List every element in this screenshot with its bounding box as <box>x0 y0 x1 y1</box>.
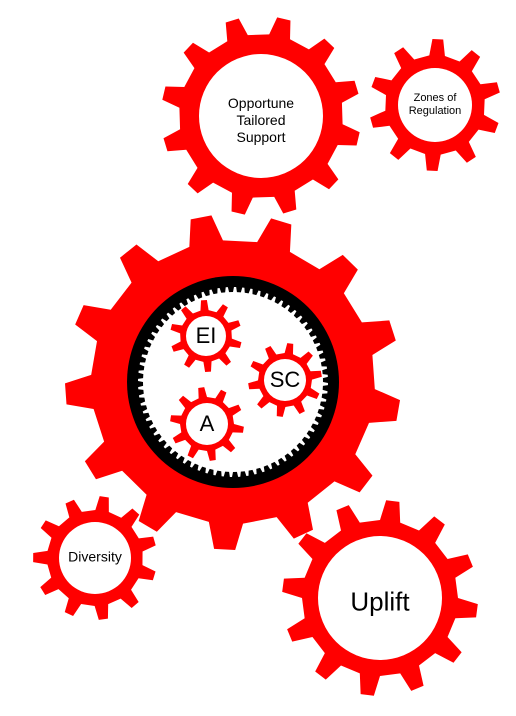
zones-of-regulation-label: Zones of Regulation <box>408 91 462 117</box>
diversity-label: Diversity <box>68 548 122 565</box>
ei-label: EI <box>195 322 217 348</box>
diversity-gear-hub <box>59 522 131 594</box>
ei-gear-hub <box>186 316 226 356</box>
sc-label: SC <box>269 366 301 392</box>
uplift-label: Uplift <box>350 586 410 617</box>
a-gear-hub <box>186 403 228 445</box>
opportune-tailored-support-label: Opportune Tailored Support <box>227 94 295 145</box>
sc-gear-hub <box>264 359 306 401</box>
zones-gear-hub <box>398 68 472 142</box>
opportune-gear-hub <box>199 54 323 178</box>
uplift-gear-hub <box>318 536 442 660</box>
a-label: A <box>199 410 215 436</box>
